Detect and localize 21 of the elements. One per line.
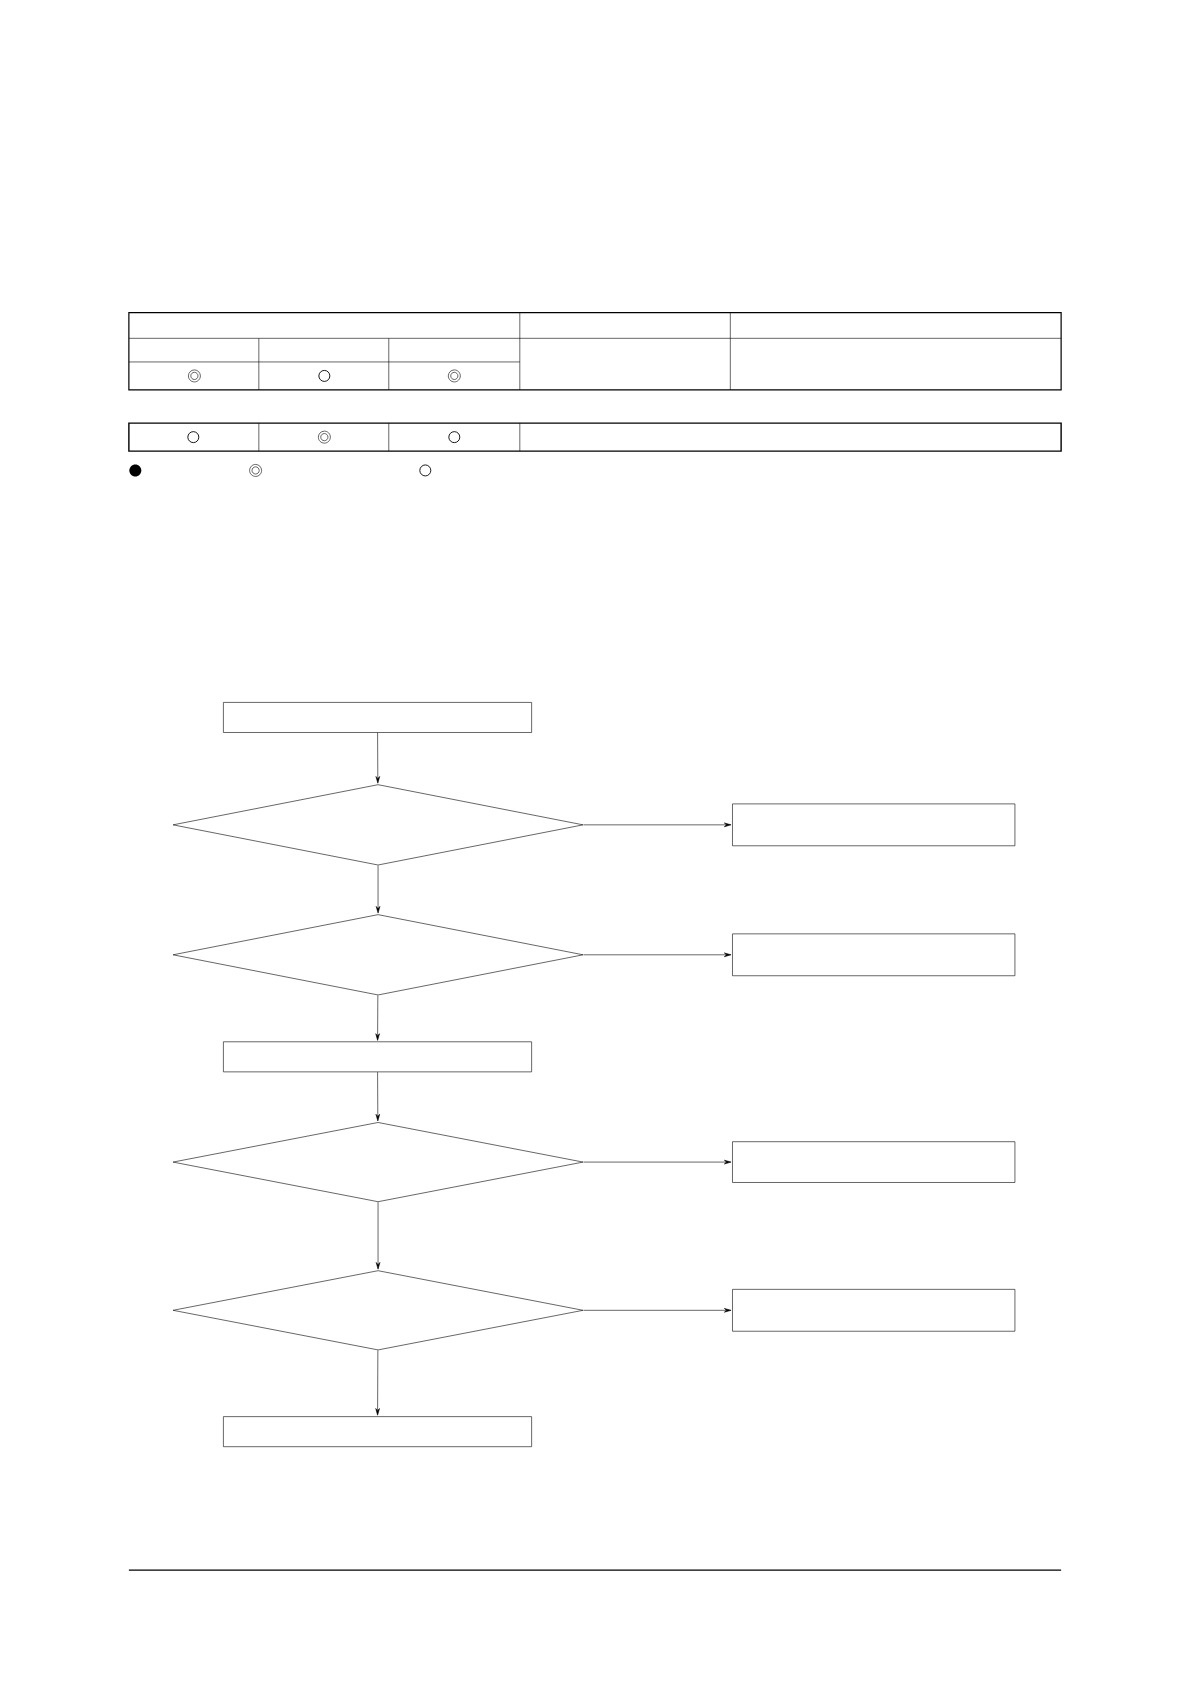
decision-diamond <box>172 1270 584 1351</box>
arrow <box>583 952 732 957</box>
arrow <box>583 822 732 827</box>
arrow <box>375 1350 380 1416</box>
process-box <box>732 1141 1016 1183</box>
process-box <box>223 1041 532 1073</box>
process-box <box>223 1416 532 1447</box>
process-box <box>732 803 1016 847</box>
arrow <box>375 1071 380 1122</box>
arrow <box>583 1159 732 1165</box>
arrow <box>375 865 381 914</box>
process-box <box>732 933 1016 977</box>
decision-diamond <box>172 1122 584 1202</box>
arrow <box>375 732 380 784</box>
decision-diamond <box>172 914 584 996</box>
arrow <box>583 1308 732 1313</box>
process-box <box>223 702 532 733</box>
decision-diamond <box>172 784 584 866</box>
arrow <box>375 1201 381 1270</box>
arrow <box>375 995 380 1041</box>
process-box <box>732 1289 1016 1332</box>
